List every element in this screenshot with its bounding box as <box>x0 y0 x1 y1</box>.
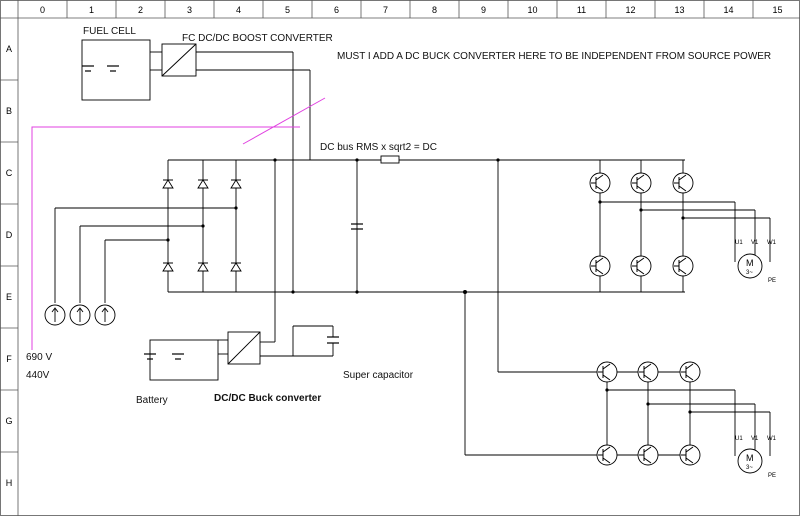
row-mark-E: E <box>6 292 12 302</box>
circuit-wiring <box>54 39 771 456</box>
dc-bus-label: DC bus RMS x sqrt2 = DC <box>320 142 437 153</box>
column-mark-4: 4 <box>236 5 241 15</box>
motor-1-symbol: M <box>746 258 754 268</box>
junction-dots <box>166 158 692 414</box>
fc-boost-label: FC DC/DC BOOST CONVERTER <box>182 33 333 44</box>
ac-source-symbols <box>44 304 116 326</box>
buck-converter-box <box>227 331 261 365</box>
voltage-440-label: 440V <box>26 370 50 381</box>
column-mark-6: 6 <box>334 5 339 15</box>
voltage-690-label: 690 V <box>26 352 53 363</box>
diode-1 <box>162 179 174 189</box>
transistor-8 <box>637 361 659 383</box>
dc-bus-resistor <box>380 155 400 164</box>
row-mark-F: F <box>6 354 12 364</box>
row-index-marks: A B C D E F G H <box>0 44 18 488</box>
motor-1-phase: 3~ <box>746 270 753 276</box>
battery-loop <box>149 339 219 381</box>
transistor-6 <box>672 255 694 277</box>
rectifier-diodes <box>162 179 242 272</box>
row-mark-D: D <box>6 230 13 240</box>
diode-3 <box>230 179 242 189</box>
row-mark-H: H <box>6 478 13 488</box>
column-mark-7: 7 <box>383 5 388 15</box>
transistor-2 <box>630 172 652 194</box>
transistor-1 <box>589 172 611 194</box>
question-annotation: MUST I ADD A DC BUCK CONVERTER HERE TO B… <box>337 51 772 62</box>
diode-4 <box>162 262 174 272</box>
transistor-5 <box>630 255 652 277</box>
column-mark-1: 1 <box>89 5 94 15</box>
transistor-9 <box>679 361 701 383</box>
capacitor-symbols <box>327 223 363 344</box>
super-capacitor-label: Super capacitor <box>343 370 414 381</box>
transistor-12 <box>679 444 701 466</box>
column-mark-3: 3 <box>187 5 192 15</box>
transistor-4 <box>589 255 611 277</box>
motor-2-phase: 3~ <box>746 465 753 471</box>
transistor-11 <box>637 444 659 466</box>
motor-2-u1: U1 <box>735 436 743 442</box>
diode-2 <box>197 179 209 189</box>
diode-5 <box>197 262 209 272</box>
motor-1-w1: W1 <box>767 240 777 246</box>
column-mark-14: 14 <box>723 5 733 15</box>
column-mark-2: 2 <box>138 5 143 15</box>
fuel-cell-loop <box>81 39 151 101</box>
battery-label: Battery <box>136 395 168 406</box>
row-mark-C: C <box>6 168 13 178</box>
diode-6 <box>230 262 242 272</box>
motor-2-pe: PE <box>768 473 776 479</box>
column-mark-10: 10 <box>527 5 537 15</box>
column-mark-11: 11 <box>577 5 586 15</box>
row-mark-B: B <box>6 106 12 116</box>
column-mark-9: 9 <box>481 5 486 15</box>
row-mark-A: A <box>6 44 12 54</box>
motor-1: M 3~ U1 V1 W1 PE <box>735 240 777 284</box>
column-mark-0: 0 <box>40 5 45 15</box>
fc-boost-converter-box <box>161 43 197 77</box>
buck-converter-label: DC/DC Buck converter <box>214 393 322 404</box>
motor-2-symbol: M <box>746 453 754 463</box>
motor-1-pe: PE <box>768 278 776 284</box>
inverter-transistors <box>589 172 701 466</box>
column-mark-12: 12 <box>625 5 635 15</box>
transistor-7 <box>596 361 618 383</box>
motor-1-u1: U1 <box>735 240 743 246</box>
cell-symbols <box>82 65 184 360</box>
column-mark-8: 8 <box>432 5 437 15</box>
fuel-cell-label: FUEL CELL <box>83 26 136 37</box>
annotation-lines <box>31 97 326 350</box>
motor-2-v1: V1 <box>751 436 759 442</box>
column-mark-13: 13 <box>674 5 684 15</box>
motor-2: M 3~ U1 V1 W1 PE <box>735 436 777 479</box>
row-mark-G: G <box>5 416 12 426</box>
transistor-3 <box>672 172 694 194</box>
column-mark-5: 5 <box>285 5 290 15</box>
motor-2-w1: W1 <box>767 436 777 442</box>
column-mark-15: 15 <box>772 5 782 15</box>
transistor-10 <box>596 444 618 466</box>
motor-1-v1: V1 <box>751 240 759 246</box>
